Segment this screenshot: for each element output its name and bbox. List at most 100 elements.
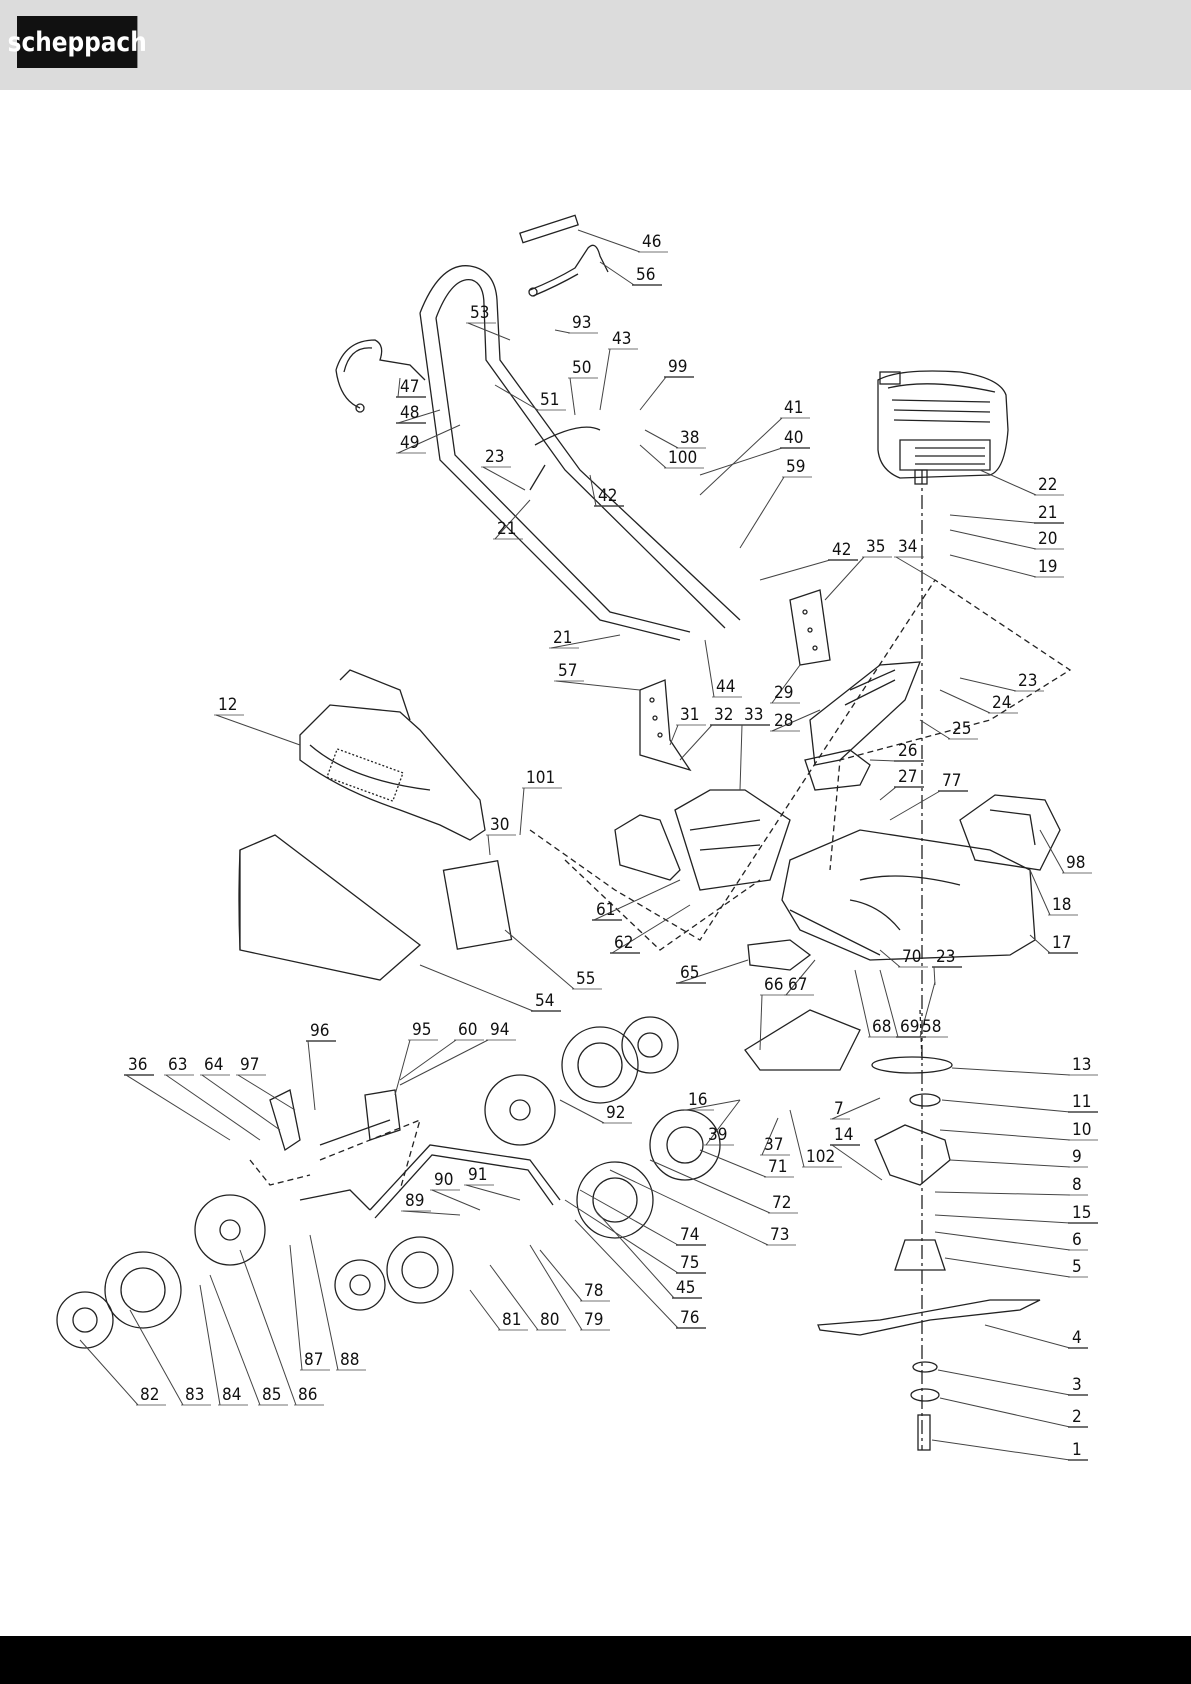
- part-callout-4: 4: [1072, 1328, 1082, 1348]
- part-callout-73: 73: [770, 1225, 789, 1245]
- part-callout-15: 15: [1072, 1203, 1091, 1223]
- part-callout-17: 17: [1052, 933, 1071, 953]
- part-callout-47: 47: [400, 377, 419, 397]
- leader-line-42b: [589, 474, 597, 507]
- part-callout-86: 86: [298, 1385, 317, 1405]
- part-callout-96: 96: [310, 1021, 329, 1041]
- catcher-frame-shape: [299, 669, 486, 841]
- part-callout-21b: 21: [497, 519, 516, 539]
- leader-line-30: [487, 834, 491, 856]
- frame-55-shape: [442, 859, 513, 950]
- part-callout-11: 11: [1072, 1092, 1091, 1112]
- part-callout-31: 31: [680, 705, 699, 725]
- leader-line-21: [949, 514, 1037, 524]
- leader-line-102: [789, 1109, 805, 1168]
- leader-line-78: [539, 1249, 583, 1302]
- dashed-assembly-lines: [249, 579, 1072, 1191]
- leader-line-49: [397, 424, 461, 454]
- leader-line-79: [529, 1244, 583, 1331]
- part-callout-87: 87: [304, 1350, 323, 1370]
- part-callout-76: 76: [680, 1308, 699, 1328]
- leader-line-9: [949, 1159, 1071, 1168]
- part-callout-27: 27: [898, 767, 917, 787]
- part-callout-13: 13: [1072, 1055, 1091, 1075]
- part-callout-21c: 21: [553, 628, 572, 648]
- leader-line-15: [934, 1214, 1071, 1224]
- part-callout-42a: 42: [832, 540, 851, 560]
- leader-line-20: [949, 529, 1037, 550]
- part-callout-49: 49: [400, 433, 419, 453]
- part-callout-32: 32: [714, 705, 733, 725]
- leader-line-94: [399, 1039, 489, 1086]
- leader-line-26: [869, 759, 897, 762]
- leader-line-25: [919, 719, 951, 740]
- leader-line-50: [569, 377, 576, 416]
- part-callout-72: 72: [772, 1193, 791, 1213]
- part-callout-95: 95: [412, 1020, 431, 1040]
- part-callout-97: 97: [240, 1055, 259, 1075]
- leader-line-10: [939, 1129, 1071, 1141]
- leader-line-64: [201, 1074, 281, 1131]
- leader-line-95: [394, 1039, 411, 1096]
- leader-line-23c: [933, 966, 936, 986]
- leader-line-90: [431, 1189, 481, 1211]
- leader-line-61: [593, 879, 681, 921]
- leader-line-77: [889, 790, 941, 821]
- part-callout-60: 60: [458, 1020, 477, 1040]
- leader-line-28: [771, 709, 821, 732]
- part-callout-53: 53: [470, 303, 489, 323]
- part-callout-54: 54: [535, 991, 554, 1011]
- part-callout-99: 99: [668, 357, 687, 377]
- part-callout-92: 92: [606, 1103, 625, 1123]
- deflector-66-shape: [744, 1009, 861, 1071]
- brand-name: scheppach: [7, 26, 147, 58]
- part-callout-71: 71: [768, 1157, 787, 1177]
- leader-line-99: [639, 376, 667, 411]
- chute-shape: [614, 789, 791, 891]
- part-callout-98: 98: [1066, 853, 1085, 873]
- part-callout-12: 12: [218, 695, 237, 715]
- header-bar: scheppach: [0, 0, 1191, 90]
- part-callout-66: 66: [764, 975, 783, 995]
- part-callout-38: 38: [680, 428, 699, 448]
- brand-logo: scheppach: [8, 16, 147, 68]
- part-callout-43: 43: [612, 329, 631, 349]
- part-callout-79: 79: [584, 1310, 603, 1330]
- leader-line-24: [939, 689, 991, 714]
- leader-line-37: [761, 1117, 779, 1156]
- part-callout-85: 85: [262, 1385, 281, 1405]
- part-callout-80: 80: [540, 1310, 559, 1330]
- leader-line-70: [879, 949, 901, 968]
- part-callout-101: 101: [526, 768, 555, 788]
- part-callout-84: 84: [222, 1385, 241, 1405]
- part-callout-28: 28: [774, 711, 793, 731]
- leader-line-85: [209, 1274, 261, 1406]
- part-callout-22: 22: [1038, 475, 1057, 495]
- part-callout-41: 41: [784, 398, 803, 418]
- leader-line-54: [419, 964, 534, 1012]
- leader-line-51: [494, 384, 539, 411]
- leader-line-36: [125, 1074, 231, 1141]
- leader-line-98: [1039, 829, 1065, 874]
- leader-line-97: [237, 1074, 296, 1111]
- part-callout-78: 78: [584, 1281, 603, 1301]
- leader-line-60: [399, 1039, 457, 1081]
- leader-line-73: [609, 1169, 769, 1246]
- part-callout-3: 3: [1072, 1375, 1082, 1395]
- leader-line-3: [937, 1369, 1071, 1396]
- leader-line-86: [239, 1249, 297, 1406]
- leader-line-29: [771, 664, 801, 704]
- part-callout-93: 93: [572, 313, 591, 333]
- part-callout-7: 7: [834, 1099, 844, 1119]
- leader-line-53: [467, 322, 511, 341]
- mulch-plug-shape: [959, 794, 1061, 871]
- leader-line-34: [895, 556, 936, 581]
- part-callout-2: 2: [1072, 1407, 1082, 1427]
- leader-line-33: [739, 724, 743, 791]
- leader-line-88: [309, 1234, 339, 1371]
- leader-line-4: [984, 1324, 1071, 1349]
- parts-drawing: 1234567891011121314151617181920212223242…: [56, 214, 1098, 1461]
- leader-line-17: [1029, 934, 1051, 954]
- leader-line-87: [289, 1244, 303, 1371]
